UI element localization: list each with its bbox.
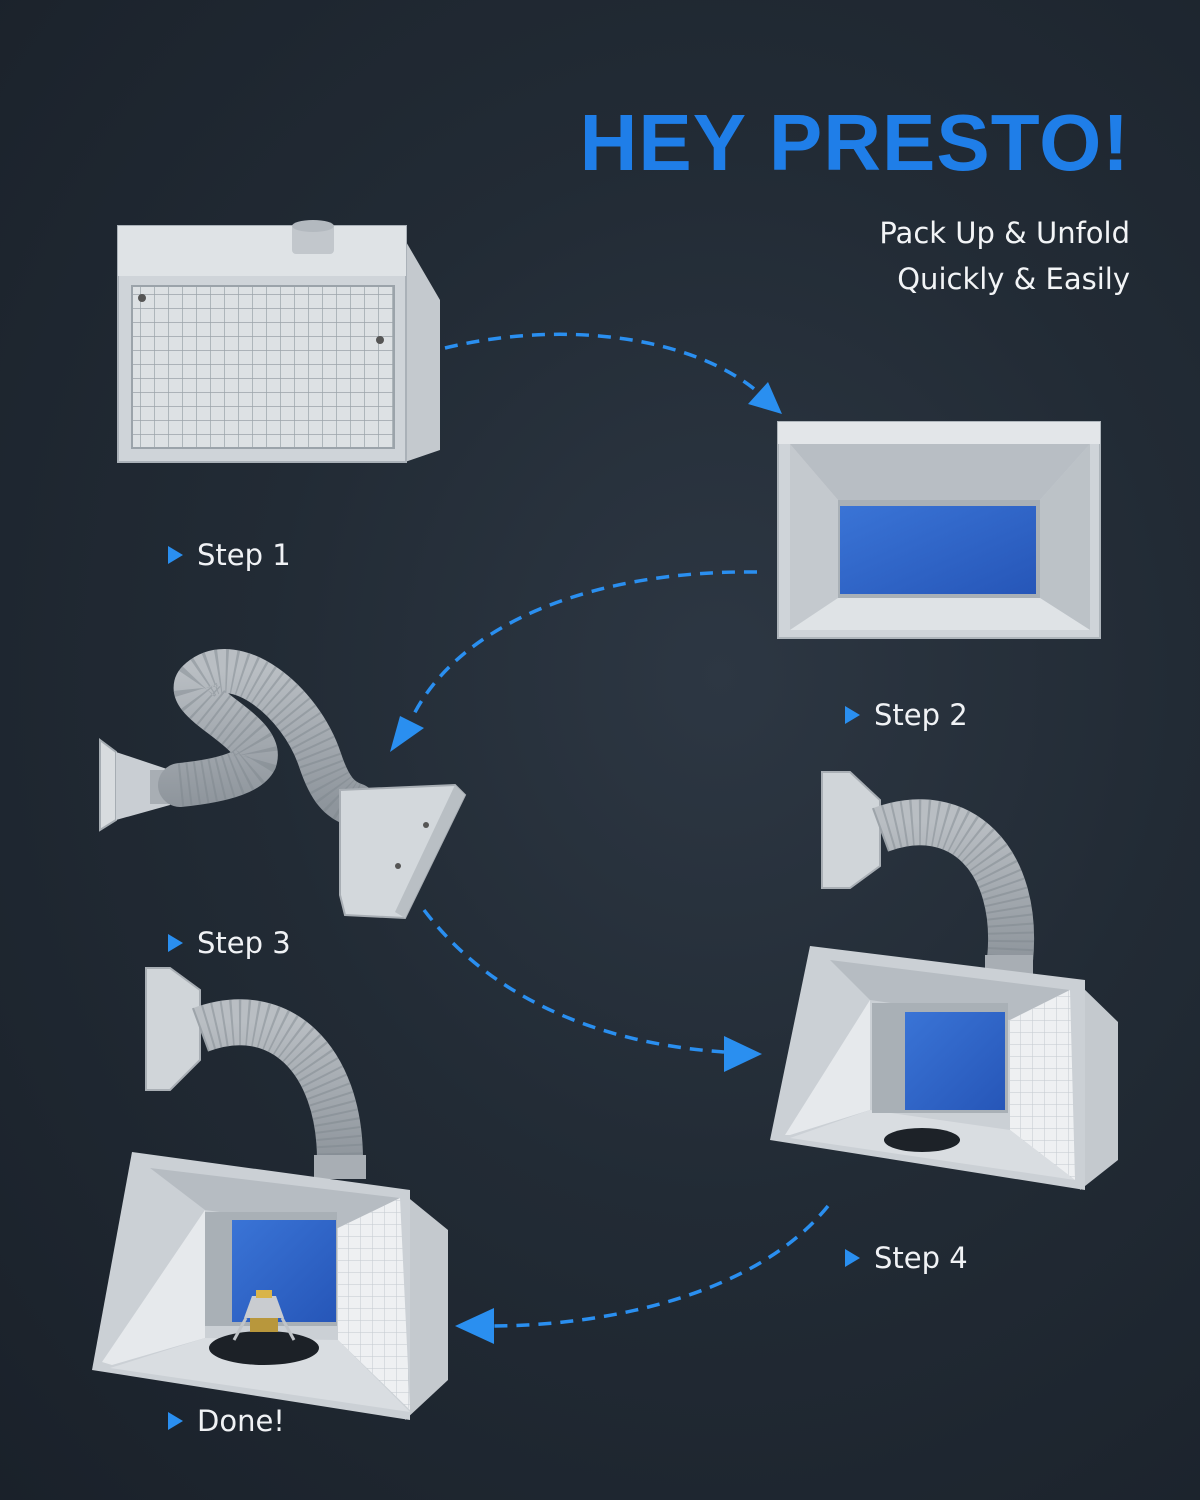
subheadline: Pack Up & Unfold Quickly & Easily (879, 210, 1130, 302)
step-2-label: Step 2 (845, 698, 968, 732)
triangle-right-icon (845, 1249, 860, 1267)
step-3-label: Step 3 (168, 926, 291, 960)
step-1-label: Step 1 (168, 538, 291, 572)
booth-with-hose-image (770, 771, 1118, 1190)
hose-assembly-image (99, 649, 467, 920)
folded-booth-image (117, 220, 440, 463)
triangle-right-icon (168, 1412, 183, 1430)
triangle-right-icon (845, 706, 860, 724)
lunar-module-model (232, 1290, 296, 1341)
done-label: Done! (168, 1404, 285, 1438)
triangle-right-icon (168, 546, 183, 564)
subheadline-line-1: Pack Up & Unfold (879, 216, 1130, 250)
arrow-step3-to-step4 (422, 908, 725, 1054)
triangle-right-icon (168, 934, 183, 952)
headline: HEY PRESTO! (579, 98, 1130, 187)
arrow-step2-to-step3 (410, 570, 758, 719)
arrow-step1-to-step2 (444, 332, 760, 394)
finished-booth-image (92, 967, 448, 1420)
arrow-step4-to-done (493, 1204, 830, 1328)
dashed-arrow-icon (410, 332, 830, 1328)
step-4-label: Step 4 (845, 1241, 968, 1275)
unfolded-booth-image (777, 421, 1101, 639)
arrowheads (390, 382, 782, 1344)
subheadline-line-2: Quickly & Easily (897, 262, 1130, 296)
